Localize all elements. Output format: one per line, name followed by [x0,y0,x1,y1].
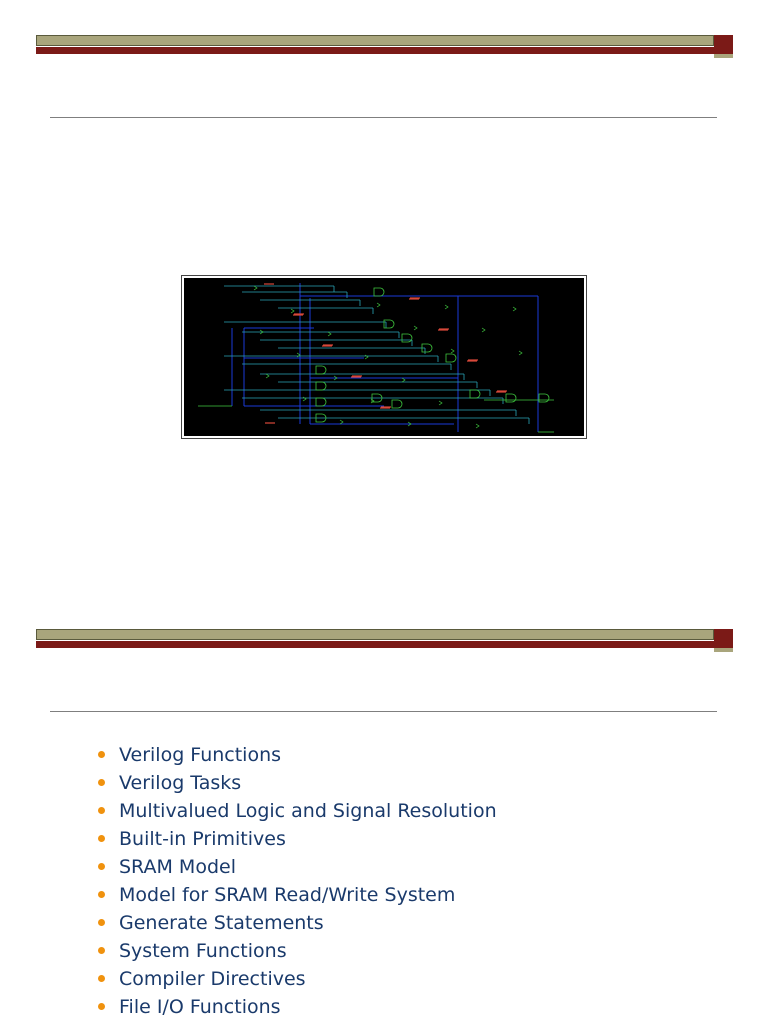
schematic-arrow-marker [253,285,258,291]
bullet-dot-icon [98,863,105,870]
schematic-arrow-marker [364,354,369,360]
slide2-title-rule [50,711,717,712]
slide1-title-rule [50,117,717,118]
schematic-arrow-marker [475,423,480,429]
schematic-arrow-marker [302,396,307,402]
bullet-dot-icon [98,807,105,814]
header-corner-square-lower [714,54,733,58]
bullet-item: Built-in Primitives [96,825,497,853]
bullet-item: SRAM Model [96,853,497,881]
header-olive-band [36,629,714,640]
header-maroon-band [36,641,733,648]
schematic-logic-gate [445,353,457,363]
bullet-item: Verilog Functions [96,741,497,769]
schematic-arrow-marker [512,306,517,312]
schematic-logic-gate [391,399,403,409]
topic-bullet-list: Verilog Functions Verilog Tasks Multival… [96,741,497,1021]
header-maroon-band [36,47,733,54]
schematic-arrow-marker [450,348,455,354]
schematic-arrow-marker [401,377,406,383]
schematic-arrow-marker [290,308,295,314]
bullet-dot-icon [98,751,105,758]
circuit-schematic-image [181,275,587,439]
schematic-arrow-marker [413,325,418,331]
bullet-dot-icon [98,947,105,954]
schematic-arrow-marker [327,331,332,337]
bullet-item: System Functions [96,937,497,965]
bullet-dot-icon [98,835,105,842]
schematic-arrow-marker [265,373,270,379]
bullet-item: File I/O Functions [96,993,497,1021]
schematic-arrow-marker [376,302,381,308]
bullet-item: Model for SRAM Read/Write System [96,881,497,909]
schematic-arrow-marker [407,421,412,427]
schematic-arrow-marker [444,304,449,310]
bullet-item: Generate Statements [96,909,497,937]
schematic-logic-gate [469,389,481,399]
header-olive-band [36,35,714,46]
slide1-header-bar [36,35,733,58]
schematic-arrow-marker [339,419,344,425]
schematic-arrow-marker [259,329,264,335]
header-corner-square-lower [714,648,733,652]
schematic-logic-gate [383,319,395,329]
schematic-logic-gate [315,397,327,407]
bullet-item: Compiler Directives [96,965,497,993]
schematic-arrow-marker [481,327,486,333]
schematic-logic-gate [505,393,517,403]
schematic-logic-gate [315,413,327,423]
schematic-arrow-marker [438,400,443,406]
schematic-logic-gate [538,393,550,403]
bullet-dot-icon [98,779,105,786]
bullet-dot-icon [98,1003,105,1010]
header-corner-square [714,629,733,641]
schematic-logic-gate [373,287,385,297]
schematic-logic-gate [401,333,413,343]
bullet-dot-icon [98,975,105,982]
schematic-logic-gate [315,365,327,375]
schematic-logic-gate [315,381,327,391]
schematic-arrow-marker [370,398,375,404]
schematic-arrow-marker [333,375,338,381]
schematic-logic-gate [371,393,383,403]
schematic-drawing [198,283,554,433]
bullet-dot-icon [98,919,105,926]
header-corner-square [714,35,733,47]
slide2-header-bar [36,629,733,652]
schematic-arrow-marker [518,350,523,356]
schematic-logic-gate [421,343,433,353]
bullet-dot-icon [98,891,105,898]
bullet-item: Verilog Tasks [96,769,497,797]
schematic-arrow-marker [296,352,301,358]
bullet-item: Multivalued Logic and Signal Resolution [96,797,497,825]
